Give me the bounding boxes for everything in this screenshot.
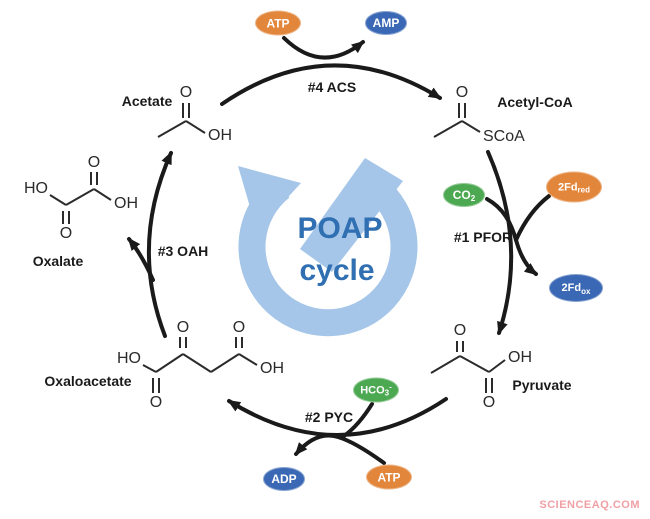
hco3-subscript: 3 <box>384 388 390 398</box>
oxalate-o-bottom-atom: O <box>60 225 72 242</box>
adp-badge: ADP <box>263 467 305 491</box>
hco3-text: HCO <box>360 384 385 396</box>
atp-bottom-text: ATP <box>377 470 401 484</box>
hco3-superscript: - <box>389 382 392 392</box>
co2-subscript: 2 <box>470 193 476 203</box>
pyruvate-acid-o-atom: O <box>483 394 495 411</box>
arrow-atp-to-adp <box>294 433 386 465</box>
acetyl-coa-label: Acetyl-CoA <box>497 94 573 110</box>
arrow-acetate-to-acetylcoa <box>220 63 442 106</box>
logo-line2: cycle <box>299 254 374 287</box>
acetyl-coa-structure <box>433 103 481 138</box>
adp-text: ADP <box>271 472 297 486</box>
oxaloacetate-structure <box>142 337 258 393</box>
oxaloacetate-o-right-atom: O <box>233 319 245 336</box>
atp-top-text: ATP <box>266 16 290 30</box>
pyruvate-oh-atom: OH <box>508 349 532 366</box>
fd-red-subscript: red <box>577 185 590 195</box>
cycle-arrow-icon <box>238 158 418 337</box>
arrow-oxaloacetate-to-acetate <box>146 151 173 338</box>
acetate-oh-atom: OH <box>208 127 232 144</box>
oxalate-ho-atom: HO <box>24 180 48 197</box>
pyruvate-label: Pyruvate <box>512 377 572 393</box>
oxalate-o-top-atom: O <box>88 154 100 171</box>
enzyme-acs-label: #4 ACS <box>307 79 357 95</box>
watermark: SCIENCEAQ.COM <box>539 499 640 511</box>
oxaloacetate-ho-atom: HO <box>117 350 141 367</box>
pyruvate-structure <box>430 341 506 393</box>
acetate-structure <box>157 103 206 138</box>
oxaloacetate-o-left-atom: O <box>150 394 162 411</box>
oxaloacetate-o-keto-atom: O <box>177 319 189 336</box>
arrow-fdred-in <box>514 194 551 242</box>
oxaloacetate-label: Oxaloacetate <box>44 373 132 389</box>
fd-ox-subscript: ox <box>581 286 591 296</box>
oxalate-oh-atom: OH <box>114 195 138 212</box>
amp-badge: AMP <box>365 11 407 35</box>
arrow-acetylcoa-to-pyruvate <box>486 150 514 335</box>
fd-red-text: 2Fd <box>557 181 578 193</box>
cycle-arrowhead-icon <box>238 166 301 231</box>
pyruvate-keto-o-atom: O <box>454 322 466 339</box>
arrow-branch-to-oxalate <box>127 237 155 282</box>
oxalate-structure <box>49 172 112 224</box>
co2-text: CO <box>452 188 471 202</box>
atp-top-badge: ATP <box>255 10 301 36</box>
oxalate-label: Oxalate <box>32 253 84 269</box>
enzyme-pyc-label: #2 PYC <box>304 409 354 425</box>
oxaloacetate-oh-atom: OH <box>260 360 284 377</box>
enzyme-pfor-label: #1 PFOR <box>453 229 513 245</box>
fd-ox-text: 2Fd <box>561 282 582 294</box>
logo-line1: POAP <box>297 212 382 245</box>
atp-bottom-badge: ATP <box>366 464 412 490</box>
acetylcoa-o-atom: O <box>456 84 468 101</box>
enzyme-oah-label: #3 OAH <box>157 243 209 259</box>
arrow-hco3-in <box>342 402 374 438</box>
amp-text: AMP <box>372 16 400 30</box>
acetate-label: Acetate <box>121 93 173 109</box>
cycle-arrow-tail-icon <box>300 158 403 272</box>
arrow-pyruvate-to-oxaloacetate <box>227 397 448 437</box>
arrow-atp-to-amp <box>282 36 365 60</box>
acetylcoa-scoa-atom: SCoA <box>483 128 525 145</box>
acetate-o-atom: O <box>180 84 192 101</box>
